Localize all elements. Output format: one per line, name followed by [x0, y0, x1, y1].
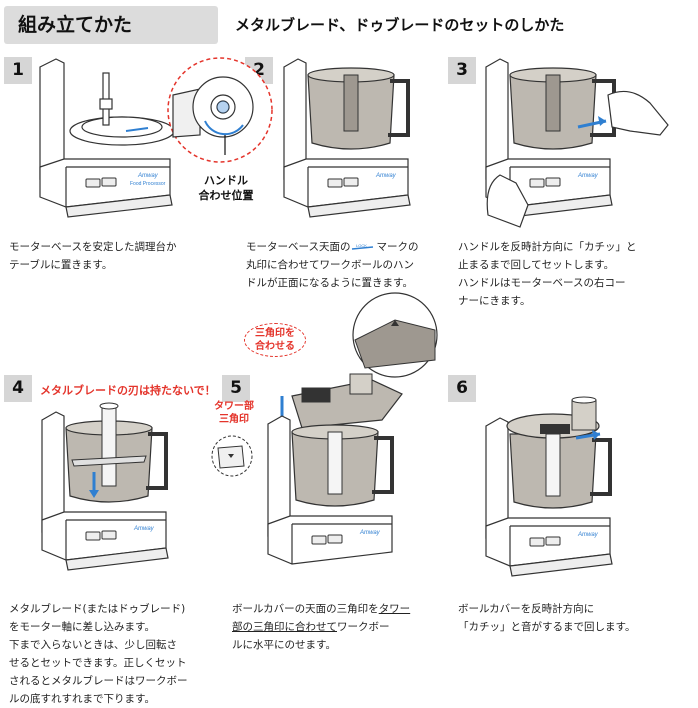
align-triangles-label: 三角印を 合わせる — [244, 323, 306, 357]
step-1-description: モーターベースを安定した調理台か テーブルに置きます。 — [9, 241, 177, 271]
step-5-illustration: Amway — [267, 373, 403, 565]
step-6-description: ボールカバーを反時計方向に 「カチッ」と音がするまで回します。 — [458, 603, 636, 633]
step-3-illustration: Amway — [485, 58, 669, 228]
step-3-description: ハンドルを反時計方向に「カチッ」と 止まるまで回してセットします。 ハンドルはモ… — [458, 241, 637, 307]
step-5-number: 5 — [222, 375, 250, 402]
brand-logo-3: Amway — [577, 173, 599, 179]
brand-logo-4: Amway — [133, 526, 155, 532]
brand-logo-5: Amway — [359, 530, 381, 536]
step-4-illustration: Amway — [41, 402, 169, 571]
handle-position-label: ハンドル 合わせ位置 — [198, 174, 254, 202]
step-1-number: 1 — [4, 57, 32, 84]
tower-triangle-detail — [211, 435, 253, 477]
step-5-description: ボールカバーの天面の三角印をタワー 部の三角印に合わせてワークボー ルに水平にの… — [232, 603, 411, 651]
step-1-illustration: Amway Food Processor — [39, 58, 175, 218]
svg-text:LOCK: LOCK — [356, 243, 367, 248]
step-6-illustration: Amway — [485, 396, 613, 577]
step-4-description: メタルブレード(またはドゥブレード) をモーター軸に差し込みます。 下まで入らな… — [9, 603, 188, 705]
brand-logo: Amway — [137, 173, 159, 179]
handle-position-callout — [167, 57, 273, 163]
blade-warning: メタルブレードの刃は持たないで！ — [40, 384, 216, 397]
triangle-mark-callout — [352, 292, 438, 378]
brand-logo-2: Amway — [375, 173, 397, 179]
step-4-number: 4 — [4, 375, 32, 402]
step-6-number: 6 — [448, 375, 476, 402]
page-title: 組み立てかた — [4, 6, 218, 44]
brand-logo-6: Amway — [577, 532, 599, 538]
lock-mark-icon: LOCK — [352, 243, 374, 250]
section-subtitle: メタルブレード、ドゥブレードのセットのしかた — [235, 16, 565, 34]
step-3-number: 3 — [448, 57, 476, 84]
tower-triangle-label: タワー部 三角印 — [214, 401, 254, 425]
step-2-illustration: Amway — [283, 58, 411, 218]
brand-subtitle: Food Processor — [130, 181, 166, 187]
